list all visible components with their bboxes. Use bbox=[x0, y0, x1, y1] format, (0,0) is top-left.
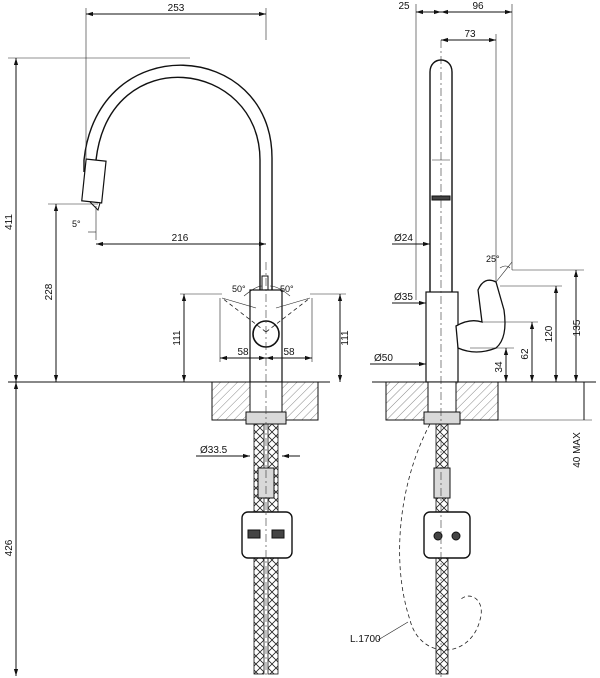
front-weight-slot-left bbox=[247, 529, 261, 539]
front-dim-33-5: Ø33.5 bbox=[200, 445, 228, 456]
front-handle-angle-right bbox=[265, 297, 311, 333]
side-dim-96: 96 bbox=[472, 1, 484, 12]
side-dim-35: Ø35 bbox=[394, 292, 413, 303]
side-dim-40max: 40 MAX bbox=[572, 432, 583, 468]
front-angle-arc-left bbox=[243, 285, 263, 297]
front-spout-inner bbox=[83, 64, 273, 290]
side-dim-62: 62 bbox=[520, 348, 531, 360]
side-dim-50: Ø50 bbox=[374, 353, 393, 364]
front-angle-arc-right bbox=[269, 285, 291, 297]
side-dim-34: 34 bbox=[494, 361, 505, 373]
front-spout-outer bbox=[95, 76, 261, 290]
side-hose-leader bbox=[377, 621, 409, 641]
front-hose-weight bbox=[241, 511, 293, 559]
front-dim-111-left: 111 bbox=[172, 330, 183, 346]
side-handle bbox=[455, 279, 506, 353]
front-dim-111-right: 111 bbox=[340, 330, 351, 346]
side-view: 25 96 73 Ø24 25° Ø35 Ø50 135 120 62 3 bbox=[350, 1, 596, 678]
front-dim-216: 216 bbox=[172, 233, 189, 244]
side-dim-120: 120 bbox=[544, 325, 555, 342]
side-body bbox=[425, 291, 459, 383]
side-handle-angle-line bbox=[495, 261, 513, 283]
front-dim-253: 253 bbox=[168, 3, 185, 14]
front-angle-50-right: 50° bbox=[280, 284, 294, 294]
front-angle-50-left: 50° bbox=[232, 284, 246, 294]
side-pullout-hose bbox=[399, 423, 482, 651]
side-angle-25-arc bbox=[499, 265, 511, 269]
front-weight-slot-right bbox=[271, 529, 285, 539]
side-hose-length: L.1700 bbox=[350, 634, 381, 645]
front-handle-angle-left bbox=[221, 297, 267, 333]
side-nut bbox=[423, 411, 461, 425]
front-spray-tip bbox=[89, 201, 101, 211]
side-dim-24: Ø24 bbox=[394, 233, 413, 244]
side-hose-weight bbox=[423, 511, 471, 559]
front-dim-58-right: 58 bbox=[283, 347, 295, 358]
front-dim-411: 411 bbox=[4, 214, 15, 230]
side-dim-25: 25 bbox=[398, 1, 410, 12]
front-dim-58-left: 58 bbox=[237, 347, 249, 358]
front-handle-ghost-right bbox=[275, 297, 311, 309]
front-dim-426: 426 bbox=[4, 539, 15, 556]
side-dim-73: 73 bbox=[464, 29, 476, 40]
front-angle-5: 5° bbox=[72, 219, 81, 229]
front-view: 253 411 426 228 5° 216 50° 50° 111 111 bbox=[4, 3, 351, 678]
front-handle-ghost-left bbox=[221, 297, 257, 309]
side-dim-135: 135 bbox=[572, 319, 583, 336]
front-spray-head bbox=[81, 158, 107, 204]
side-weight-screw-right bbox=[451, 531, 461, 541]
front-dim-228: 228 bbox=[44, 283, 55, 300]
side-angle-25: 25° bbox=[486, 254, 500, 264]
side-weight-screw-left bbox=[433, 531, 443, 541]
side-hose-fitting bbox=[433, 467, 451, 499]
